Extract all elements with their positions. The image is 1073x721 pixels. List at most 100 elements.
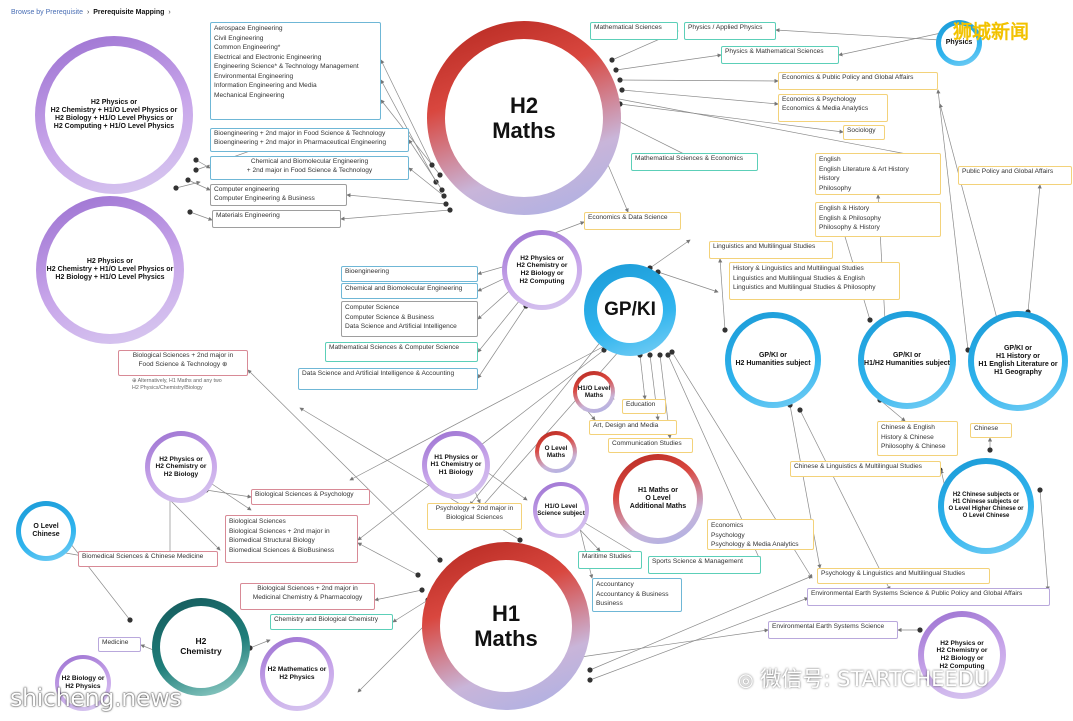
hub-label: GP/KI or H1 History or H1 English Litera… [978,344,1058,377]
course-box-chinese[interactable]: Chinese [970,423,1012,438]
course-box-econ-ppga[interactable]: Economics & Public Policy and Global Aff… [778,72,938,90]
course-box-econ-data[interactable]: Economics & Data Science [584,212,681,230]
connector-line [195,159,211,169]
course-box-engineering-list[interactable]: Aerospace Engineering Civil Engineering … [210,22,381,120]
connector-line [477,299,521,353]
course-box-biomed-chinese[interactable]: Biomedical Sciences & Chinese Medicine [78,551,218,567]
hub-label: O Level Chinese [32,522,60,538]
course-box-econ-psych-media[interactable]: Economics Psychology Psychology & Media … [707,519,814,550]
connector-line [621,89,779,106]
hub-gpki-h1h2hum[interactable]: GP/KI or H1/H2 Humanities subject [858,311,956,409]
connector-line [408,139,443,191]
connector-dot [987,447,993,453]
hub-h2-pcb-left[interactable]: H2 Physics or H2 Chemistry or H2 Biology [145,431,217,503]
course-box-materials-eng[interactable]: Materials Engineering [212,210,341,228]
hub-physics[interactable]: Physics [936,20,982,66]
hub-h2-pcbc-bottom[interactable]: H2 Physics or H2 Chemistry or H2 Biology… [918,611,1006,699]
course-box-medicine[interactable]: Medicine [98,637,141,652]
connector-line [187,179,211,191]
hub-label: H1/O Level Maths [577,384,611,399]
course-box-computer-science[interactable]: Computer Science Computer Science & Busi… [341,301,478,337]
hub-label: GP/KI [604,299,656,321]
hub-gpki-h2hum[interactable]: GP/KI or H2 Humanities subject [725,312,821,408]
hub-h2maths[interactable]: H2 Maths [427,21,621,215]
course-box-psych-ling[interactable]: Psychology & Linguistics and Multilingua… [817,568,990,584]
hub-text-wrap: H1/O Level Maths [573,371,615,413]
connector-dot [722,327,728,333]
course-box-math-cs[interactable]: Mathematical Sciences & Computer Science [325,342,478,362]
course-box-bio-list[interactable]: Biological Sciences Biological Sciences … [225,515,358,563]
hub-h1olevel-science[interactable]: H1/O Level Science subject [533,482,589,538]
hub-h2-pcbc-mid[interactable]: H2 Physics or H2 Chemistry or H2 Biology… [502,230,582,310]
course-box-bio-food[interactable]: Biological Sciences + 2nd major in Food … [118,350,248,376]
connector-dot [669,349,675,355]
watermark-top-right: 狮城新闻 [953,21,1030,43]
course-box-english-history[interactable]: English & History English & Philosophy P… [815,202,941,237]
connector-dot [609,57,615,63]
course-box-chem-biomol[interactable]: Chemical and Biomolecular Engineering + … [210,156,409,180]
hub-h2chemistry[interactable]: H2 Chemistry [152,598,250,696]
hub-label: GP/KI or H2 Humanities subject [735,351,811,367]
connector-line [205,489,252,499]
course-box-psych-bio[interactable]: Psychology + 2nd major in Biological Sci… [427,503,522,530]
course-box-chinese-ling[interactable]: Chinese & Linguistics & Multilingual Stu… [790,461,941,477]
hub-label: Physics [945,38,973,46]
hub-h2-chinese-subjects[interactable]: H2 Chinese subjects or H1 Chinese subjec… [938,458,1034,554]
hub-h1olevel-maths[interactable]: H1/O Level Maths [573,371,615,413]
course-box-chem-bio-chem[interactable]: Chemistry and Biological Chemistry [270,614,393,630]
connector-line [775,28,941,41]
connector-line [374,589,423,602]
hub-olevel-chinese[interactable]: O Level Chinese [16,501,76,561]
course-box-env-earth[interactable]: Environmental Earth Systems Science [768,621,898,639]
course-box-accountancy[interactable]: Accountancy Accountancy & Business Busin… [592,578,682,612]
hub-h2-bio-physics[interactable]: H2 Biology or H2 Physics [55,655,111,711]
hub-h2-phys-chem-bio-big[interactable]: H2 Physics or H2 Chemistry + H1/O Level … [36,196,184,344]
course-box-chem-biomol2[interactable]: Chemical and Biomolecular Engineering [341,283,478,299]
course-box-english-list[interactable]: English English Literature & Art History… [815,153,941,195]
connector-dot [429,162,435,168]
course-box-comm-studies[interactable]: Communication Studies [608,438,693,453]
connector-line [408,167,445,197]
course-box-bio-medchem[interactable]: Biological Sciences + 2nd major in Medic… [240,583,375,610]
hub-center [537,486,585,534]
hub-label: H2 Physics or H2 Chemistry or H2 Biology… [936,639,988,670]
course-box-physics-math[interactable]: Physics & Mathematical Sciences [721,46,839,64]
connector-line [589,575,813,671]
hub-olevel-maths[interactable]: O Level Maths [535,431,577,473]
course-box-history-ling[interactable]: History & Linguistics and Multilingual S… [729,262,900,300]
connector-line [615,53,722,71]
course-box-dsai-acc[interactable]: Data Science and Artificial Intelligence… [298,368,478,390]
hub-text-wrap: H2 Maths [427,21,621,215]
hub-text-wrap: H1 Physics or H1 Chemistry or H1 Biology [422,431,490,499]
hub-center [427,436,485,494]
course-box-physics-applied[interactable]: Physics / Applied Physics [684,22,776,40]
hub-h2-sci-computing-big[interactable]: H2 Physics or H2 Chemistry + H1/O Level … [35,36,193,194]
hub-gpki-history[interactable]: GP/KI or H1 History or H1 English Litera… [968,311,1068,411]
course-box-bio-psych[interactable]: Biological Sciences & Psychology [251,489,370,505]
course-box-bioengineering-food[interactable]: Bioengineering + 2nd major in Food Scien… [210,128,409,152]
course-box-ling-multi[interactable]: Linguistics and Multilingual Studies [709,241,833,259]
course-box-computer-eng[interactable]: Computer engineering Computer Engineerin… [210,184,347,206]
hub-h1maths[interactable]: H1 Maths [422,542,590,710]
course-box-ppga[interactable]: Public Policy and Global Affairs [958,166,1072,185]
course-box-math-sciences[interactable]: Mathematical Sciences [590,22,678,40]
connector-line [483,469,528,501]
course-box-maritime[interactable]: Maritime Studies [578,551,642,569]
course-box-econ-psych[interactable]: Economics & Psychology Economics & Media… [778,94,888,122]
connector-dot [587,667,593,673]
hub-h1maths-amaths[interactable]: H1 Maths or O Level Additional Maths [613,454,703,544]
connector-line [175,180,201,189]
course-box-sports-sci[interactable]: Sports Science & Management [648,556,761,574]
course-box-chinese-english[interactable]: Chinese & English History & Chinese Phil… [877,421,958,456]
hub-h1-pcb[interactable]: H1 Physics or H1 Chemistry or H1 Biology [422,431,490,499]
breadcrumb-root-link[interactable]: Browse by Prerequisite [11,9,83,16]
course-box-education[interactable]: Education [622,399,666,414]
course-box-bioengineering[interactable]: Bioengineering [341,266,478,282]
course-box-sociology[interactable]: Sociology [843,125,885,140]
hub-gpki[interactable]: GP/KI [584,264,676,356]
hub-h2-maths-physics[interactable]: H2 Mathematics or H2 Physics [260,637,334,711]
course-box-art-design[interactable]: Art, Design and Media [589,420,677,435]
hub-label: H2 Chinese subjects or H1 Chinese subjec… [948,492,1024,519]
course-box-env-earth-ppga[interactable]: Environmental Earth Systems Science & Pu… [807,588,1050,606]
course-box-math-econ[interactable]: Mathematical Sciences & Economics [631,153,758,171]
